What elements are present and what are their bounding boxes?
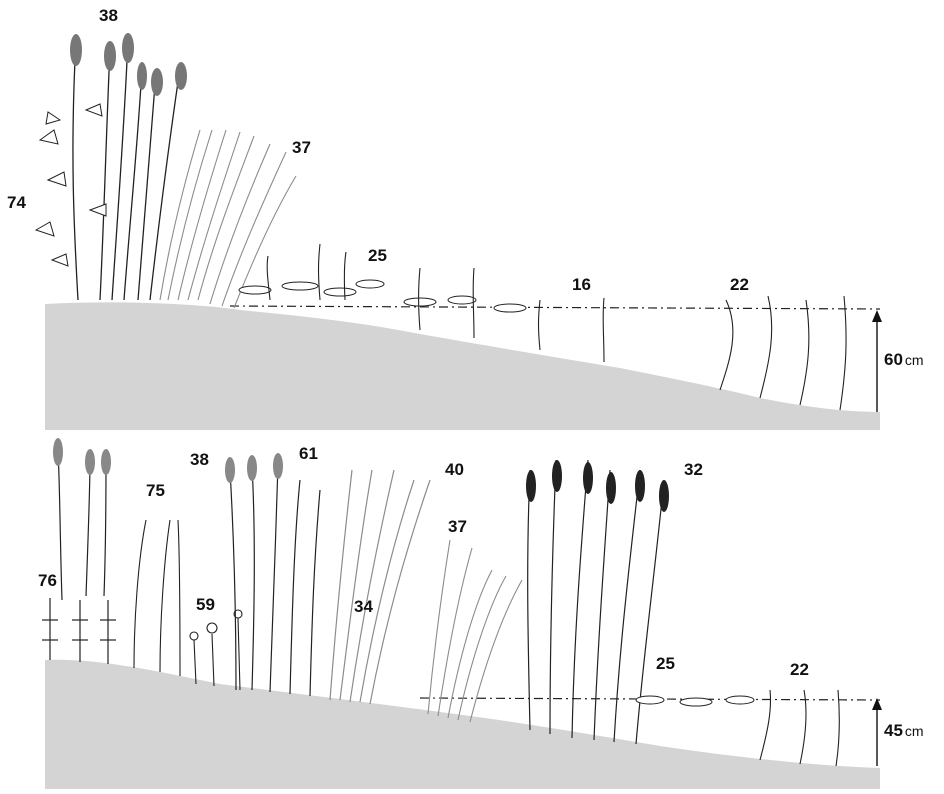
bottom-depth-value: 45 (884, 721, 903, 740)
top-water-line (230, 306, 880, 309)
top-fine-grass-37 (160, 130, 296, 308)
bottom-left-plumes (53, 438, 111, 475)
top-label-38: 38 (99, 7, 118, 24)
bottom-plants-59 (190, 610, 242, 690)
top-panel (36, 33, 882, 430)
bottom-label-38: 38 (190, 451, 209, 468)
top-reed-plumes (70, 33, 187, 96)
bottom-label-75: 75 (146, 482, 165, 499)
bottom-middle-reeds (230, 464, 320, 696)
top-label-74: 74 (7, 194, 26, 211)
bottom-label-59: 59 (196, 596, 215, 613)
bottom-middle-plumes (225, 453, 283, 483)
top-depth-arrowhead (872, 310, 882, 322)
top-reed-stems (73, 40, 180, 300)
bottom-cattail-heads-32 (526, 460, 669, 512)
top-ground (45, 302, 880, 430)
bottom-panel (42, 438, 882, 789)
bottom-floating-leaves-25 (636, 696, 754, 706)
bottom-label-22: 22 (790, 661, 809, 678)
bottom-plants-76 (42, 598, 116, 664)
bottom-depth-arrowhead (872, 698, 882, 710)
bottom-label-32: 32 (684, 461, 703, 478)
top-submerged-22 (720, 296, 846, 410)
bottom-left-reeds (58, 450, 106, 600)
bottom-label-76: 76 (38, 572, 57, 589)
top-label-16: 16 (572, 276, 591, 293)
top-label-37: 37 (292, 139, 311, 156)
top-depth-value: 60 (884, 350, 903, 369)
bottom-label-25: 25 (656, 655, 675, 672)
bottom-label-37: 37 (448, 518, 467, 535)
top-leaves-74 (36, 104, 106, 266)
bottom-depth-unit: cm (905, 723, 924, 739)
bottom-label-61: 61 (299, 445, 318, 462)
top-label-22: 22 (730, 276, 749, 293)
bottom-submerged-22 (760, 690, 839, 766)
bottom-plants-75 (134, 520, 180, 676)
bottom-label-34: 34 (354, 598, 373, 615)
bottom-grass-40 (330, 470, 430, 704)
bottom-fine-grass-37 (428, 540, 522, 722)
bottom-label-40: 40 (445, 461, 464, 478)
top-label-25: 25 (368, 247, 387, 264)
bottom-ground (45, 660, 880, 789)
top-depth-unit: cm (905, 352, 924, 368)
